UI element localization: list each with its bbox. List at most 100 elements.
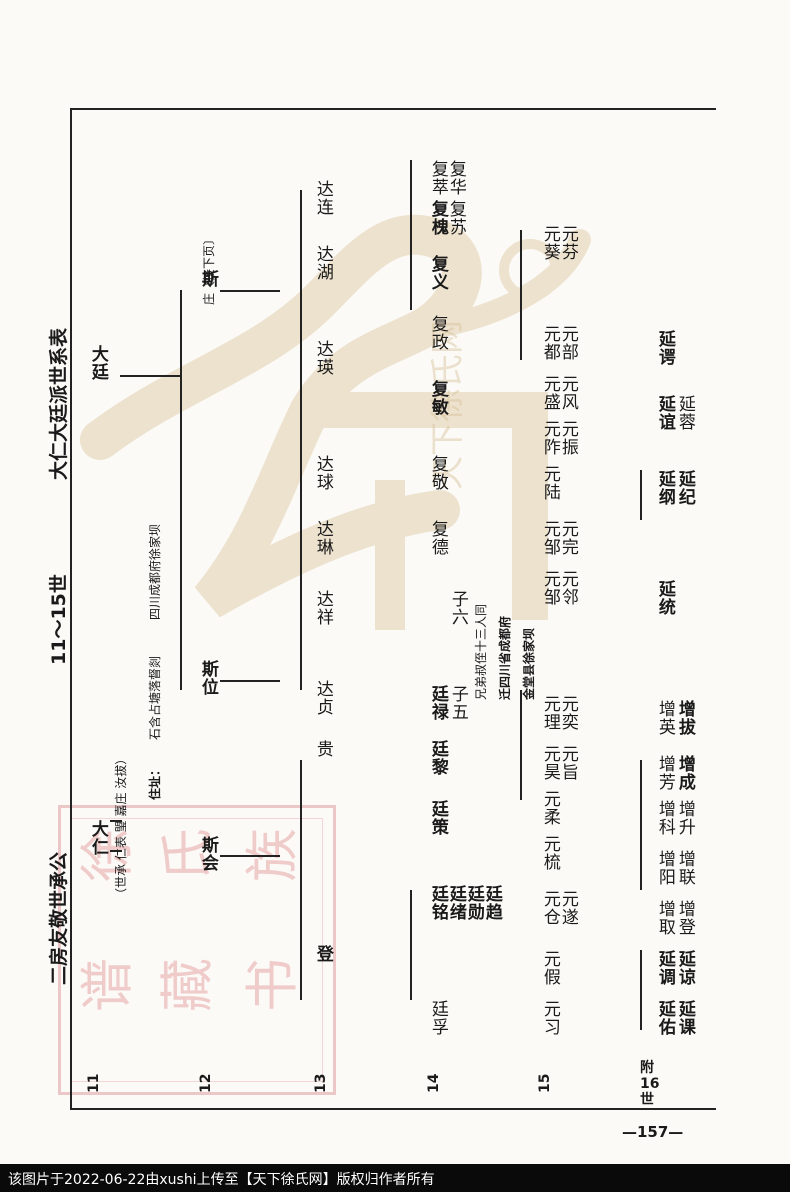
table-border-top bbox=[70, 108, 716, 110]
continue-note: 庄〔接下页〕 bbox=[202, 232, 216, 305]
residence-2: 四川成都府徐家坝 bbox=[148, 523, 162, 620]
person-g16: 延佑 bbox=[654, 1000, 675, 1036]
person-g16: 延调 bbox=[654, 950, 675, 986]
person-g14: 复德 bbox=[427, 520, 448, 556]
connector-line bbox=[520, 230, 522, 360]
connector-line bbox=[180, 290, 182, 690]
generation-label: 15 bbox=[537, 1073, 553, 1093]
person-g15: 元风 bbox=[557, 375, 578, 411]
person-g16: 延谔 bbox=[654, 330, 675, 366]
person-g14: 复萃 bbox=[427, 160, 448, 196]
person-g16: 延课 bbox=[674, 1000, 695, 1036]
person-g14: 廷铭 bbox=[427, 885, 448, 921]
person-g16: 增拔 bbox=[674, 700, 695, 736]
person-g14: 复义 bbox=[427, 255, 448, 291]
residence-1: 石含占塘落督剡 bbox=[148, 655, 162, 740]
person-g15: 元完 bbox=[557, 520, 578, 556]
person-g13: 达贞 bbox=[312, 680, 333, 716]
person-g15: 元旨 bbox=[557, 745, 578, 781]
connector-line bbox=[300, 190, 302, 690]
connector-line bbox=[640, 760, 642, 890]
person-g16: 增芳 bbox=[654, 755, 675, 791]
connector-line bbox=[520, 690, 522, 800]
header-right-title: 大仁大廷派世系表 bbox=[48, 327, 70, 480]
person-g16: 延纲 bbox=[654, 470, 675, 506]
generation-label: 13 bbox=[313, 1073, 329, 1093]
table-border-left bbox=[70, 108, 72, 1108]
connector-line bbox=[110, 820, 122, 822]
connector-line bbox=[120, 375, 180, 377]
person-g13: 达祥 bbox=[312, 590, 333, 626]
lineage-note: （世承 仁表 琞 嘉庄 汝拔） bbox=[114, 752, 128, 900]
person-g14: 廷禄 bbox=[427, 685, 448, 721]
person-g12: 斯会 bbox=[197, 836, 218, 872]
person-g15: 元芬 bbox=[557, 225, 578, 261]
person-g15: 元假 bbox=[539, 950, 560, 986]
person-g13: 贵 bbox=[312, 740, 333, 758]
footer-bar: 该图片于2022-06-22由xushi上传至【天下徐氏网】版权归作者所有 bbox=[0, 1164, 790, 1192]
person-g11: 大廷 bbox=[87, 345, 108, 381]
person-g16: 增阳 bbox=[654, 850, 675, 886]
generation-label-16: 附 16 世 bbox=[640, 1060, 660, 1108]
person-g15: 元都 bbox=[539, 325, 560, 361]
seal-char: 藏 bbox=[156, 958, 219, 1012]
connector-line bbox=[410, 890, 412, 1000]
connector-line bbox=[640, 470, 642, 520]
person-g15: 元奕 bbox=[557, 695, 578, 731]
watermark-bird-logo bbox=[80, 214, 591, 630]
person-g14: 廷勋 bbox=[463, 885, 484, 921]
person-g16: 延纪 bbox=[674, 470, 695, 506]
person-g14: 复苏 bbox=[445, 200, 466, 236]
person-g14: 子六 bbox=[447, 590, 468, 626]
person-g13: 达连 bbox=[312, 180, 333, 216]
person-g14: 复槐 bbox=[427, 200, 448, 236]
connector-line bbox=[220, 680, 280, 682]
person-g16: 延统 bbox=[654, 580, 675, 616]
person-g16: 增取 bbox=[654, 900, 675, 936]
page-number: —157— bbox=[622, 1123, 684, 1141]
person-g15: 元习 bbox=[539, 1000, 560, 1036]
person-g14: 廷孚 bbox=[427, 1000, 448, 1036]
person-g13: 达瑛 bbox=[312, 340, 333, 376]
person-g15: 元遂 bbox=[557, 890, 578, 926]
generation-label: 11 bbox=[86, 1073, 102, 1093]
person-g12: 斯 bbox=[197, 270, 218, 288]
person-g15: 元陆 bbox=[539, 465, 560, 501]
person-g13: 达琳 bbox=[312, 520, 333, 556]
person-g15: 元邹 bbox=[539, 520, 560, 556]
person-g14: 廷策 bbox=[427, 800, 448, 836]
person-g12: 斯位 bbox=[197, 660, 218, 696]
person-g16: 增成 bbox=[674, 755, 695, 791]
person-g15: 元理 bbox=[539, 695, 560, 731]
person-g16: 增英 bbox=[654, 700, 675, 736]
connector-line bbox=[300, 760, 302, 1000]
person-g15: 元邻 bbox=[557, 570, 578, 606]
person-g16: 延谊 bbox=[654, 395, 675, 431]
person-g16: 增升 bbox=[674, 800, 695, 836]
relocation-note-2: 迁四川省成都府 bbox=[498, 615, 512, 700]
header-generation-range: 11～15世 bbox=[48, 574, 70, 665]
person-g15: 元葵 bbox=[539, 225, 560, 261]
person-g15: 元振 bbox=[557, 420, 578, 456]
connector-line bbox=[220, 855, 280, 857]
relocation-note-3: 金堂县徐家坝 bbox=[522, 627, 536, 700]
person-g15: 元部 bbox=[557, 325, 578, 361]
person-g15: 元柔 bbox=[539, 790, 560, 826]
connector-line bbox=[110, 850, 122, 852]
person-g14: 复敬 bbox=[427, 455, 448, 491]
person-g14: 廷绪 bbox=[445, 885, 466, 921]
person-g13: 达球 bbox=[312, 455, 333, 491]
residence-label: 住址： bbox=[148, 763, 162, 800]
person-g15: 元昊 bbox=[539, 745, 560, 781]
person-g14: 廷趋 bbox=[481, 885, 502, 921]
person-g11: 大仁 bbox=[87, 820, 108, 856]
person-g14: 廷黎 bbox=[427, 740, 448, 776]
person-g14: 复政 bbox=[427, 315, 448, 351]
person-g14: 复华 bbox=[445, 160, 466, 196]
person-g16: 延蓉 bbox=[674, 395, 695, 431]
person-g13: 登 bbox=[312, 945, 333, 963]
person-g13: 达湖 bbox=[312, 245, 333, 281]
footer-copyright-text: 该图片于2022-06-22由xushi上传至【天下徐氏网】版权归作者所有 bbox=[8, 1172, 435, 1188]
person-g14: 子五 bbox=[447, 685, 468, 721]
